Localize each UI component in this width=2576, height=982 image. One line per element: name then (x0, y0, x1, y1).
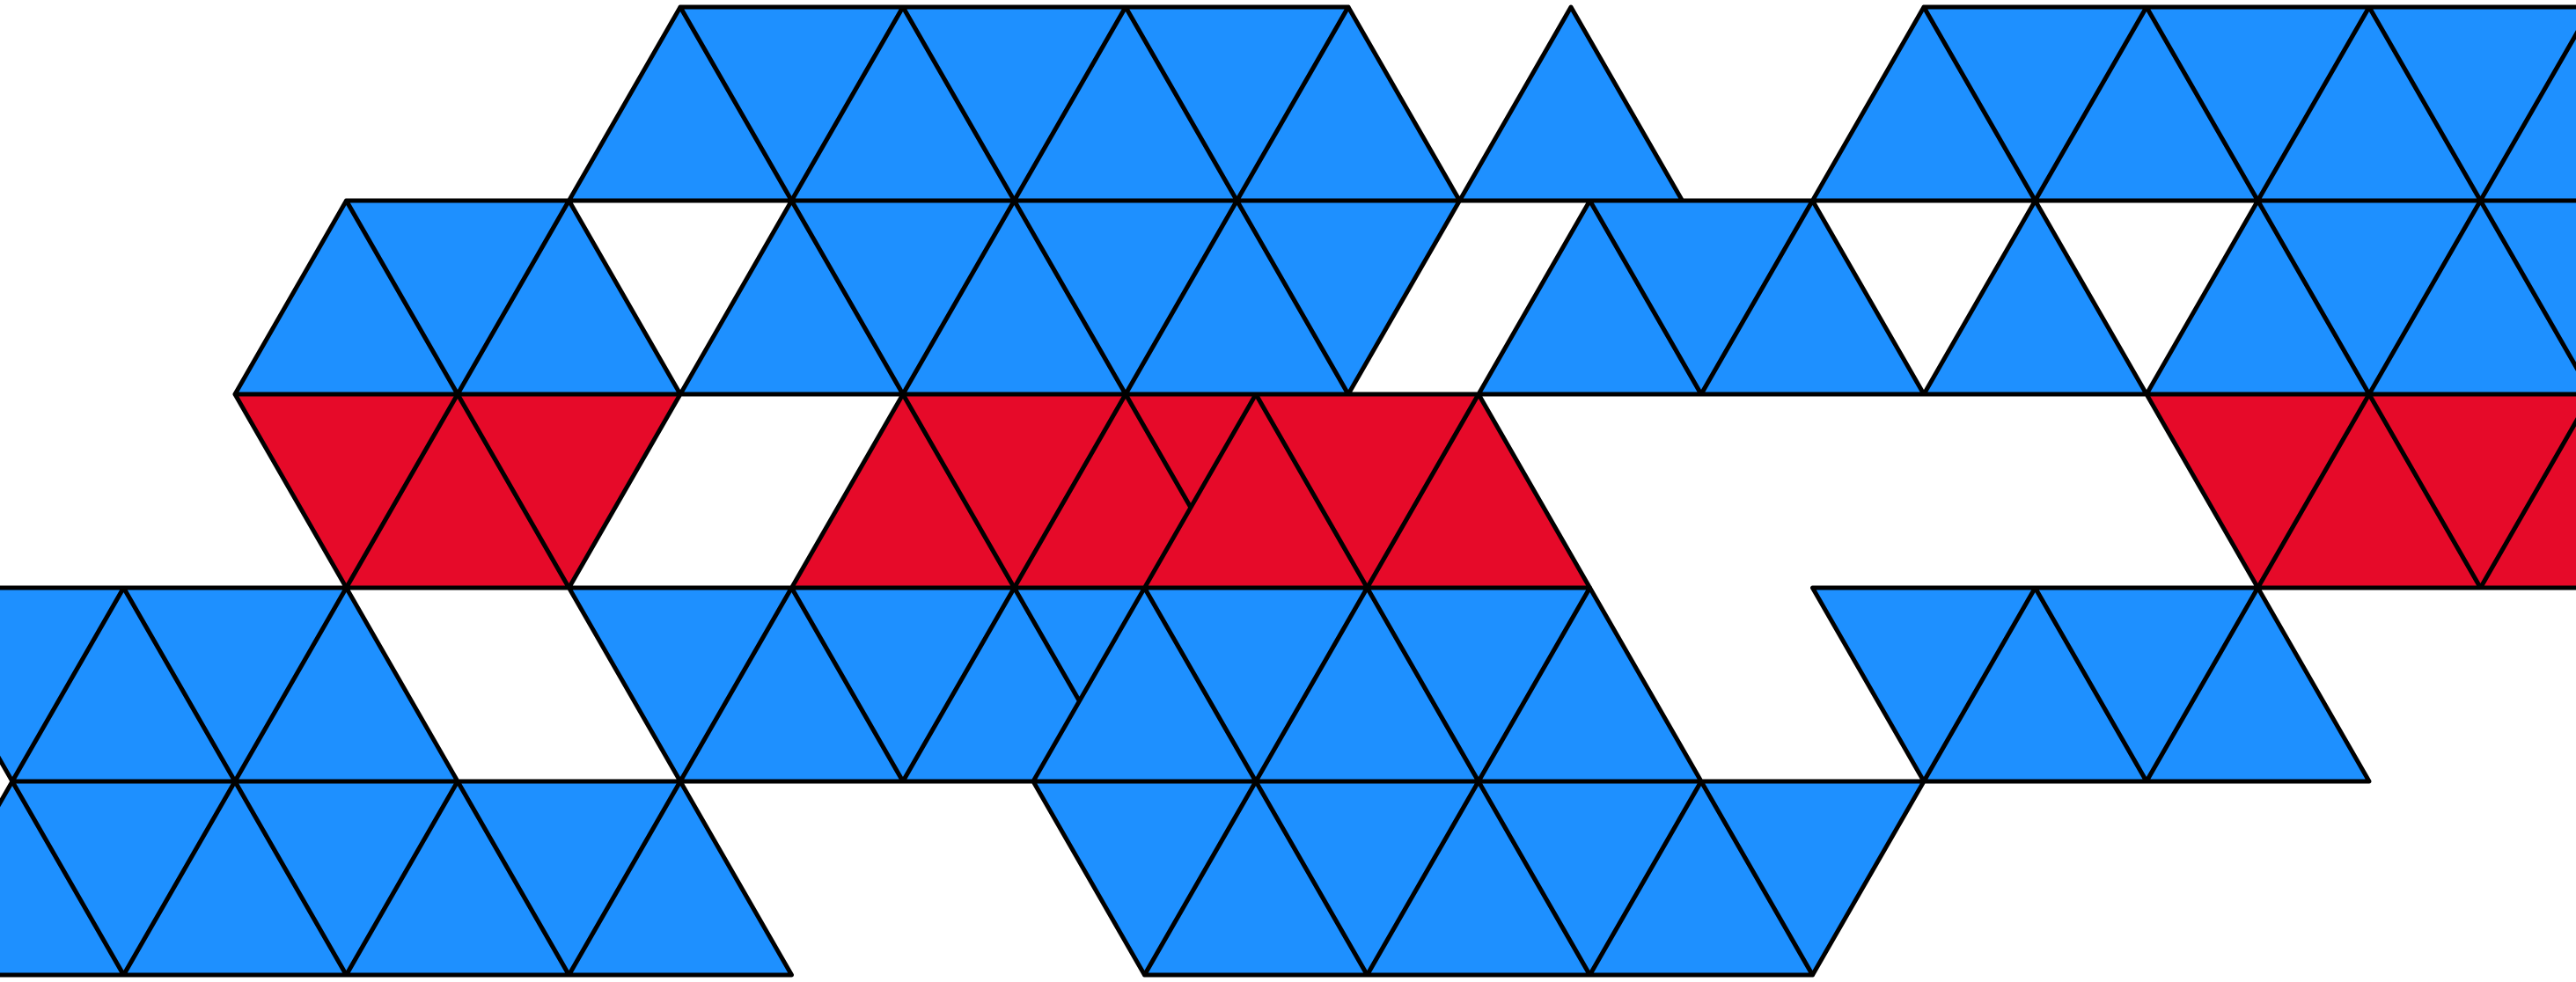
blue-triangle (2478, 30, 2576, 203)
blue-triangle (2478, 198, 2576, 371)
blue-triangle (1235, 198, 1462, 397)
blue-triangle (1699, 779, 1926, 978)
blue-triangle (567, 779, 794, 978)
blue-triangle (1921, 198, 2149, 397)
left-figure (0, 4, 1684, 978)
red-triangle (455, 392, 683, 590)
red-triangle (2478, 417, 2576, 590)
blue-triangle (2144, 585, 2372, 784)
blue-triangle (1699, 198, 1926, 397)
blue-triangle (1457, 4, 1684, 203)
right-figure (1031, 4, 2576, 978)
